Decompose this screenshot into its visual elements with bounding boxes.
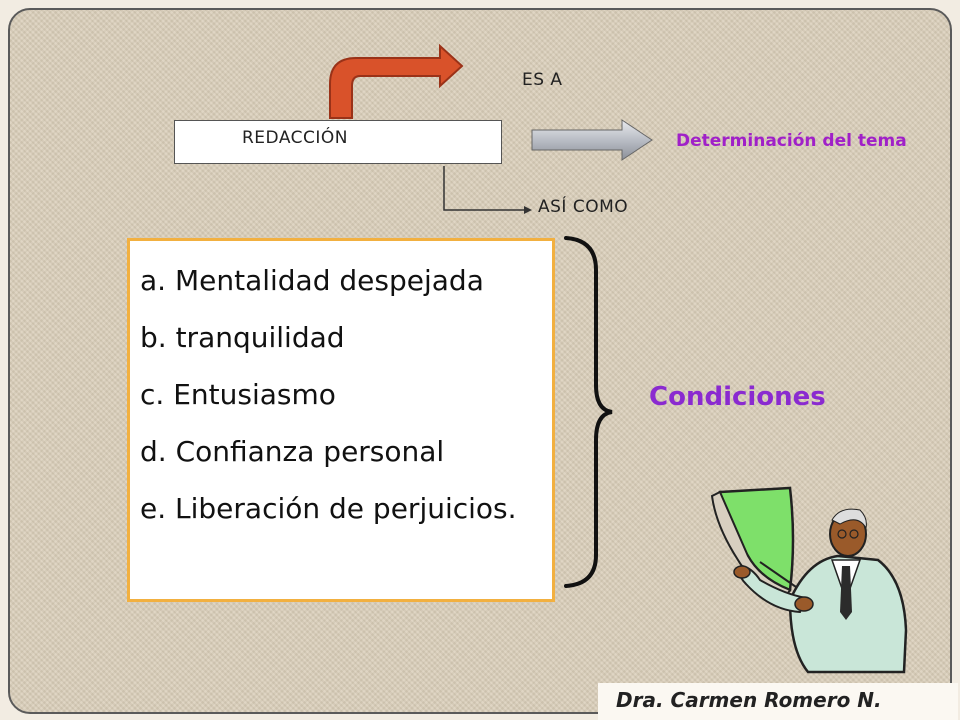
determinacion-label: Determinación del tema [676,131,907,151]
presenter-icon [710,486,908,674]
list-item: a. Mentalidad despejada [140,264,484,297]
redaccion-box [174,120,502,164]
curved-arrow-icon [329,43,464,119]
author-credit: Dra. Carmen Romero N. [616,688,882,712]
conditions-list: a. Mentalidad despejada b. tranquilidad … [140,252,517,537]
conditions-list-box [127,238,555,602]
list-item: d. Confianza personal [140,435,445,468]
list-item: e. Liberación de perjuicios. [140,492,517,525]
list-item: b. tranquilidad [140,321,345,354]
footer-bar [598,683,958,720]
condiciones-label: Condiciones [649,382,826,412]
asi-como-label: ASÍ COMO [538,197,629,217]
list-item: c. Entusiasmo [140,378,336,411]
redaccion-label: REDACCIÓN [242,128,349,148]
elbow-arrow-icon [443,166,532,214]
curly-brace-icon [564,236,613,588]
es-a-label: ES A [522,70,563,90]
block-arrow-icon [531,119,653,161]
